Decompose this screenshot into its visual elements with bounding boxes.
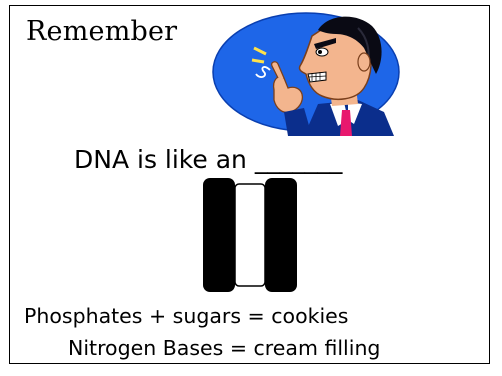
cream-filling-shape	[234, 183, 266, 287]
nitrogen-bases-line: Nitrogen Bases = cream filling	[68, 336, 381, 360]
cookie-left-shape	[203, 178, 235, 292]
cookie-right-shape	[265, 178, 297, 292]
headline-text: DNA is like an _______	[74, 145, 343, 174]
tie-shape	[340, 110, 352, 136]
hair-shape	[318, 16, 382, 74]
phosphates-line: Phosphates + sugars = cookies	[24, 304, 349, 328]
thinking-man-clipart-icon	[212, 12, 400, 136]
slide-title: Remember	[26, 16, 178, 47]
sandwich-cookie-diagram-icon	[203, 178, 297, 292]
slide: Remember	[9, 5, 490, 364]
